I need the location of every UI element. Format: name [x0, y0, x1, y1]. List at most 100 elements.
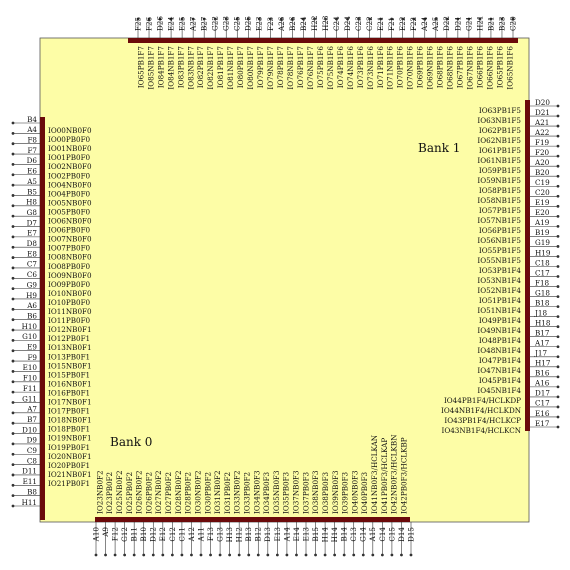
top-signal-label: IO69NB1F6	[426, 46, 435, 90]
left-signal-label: IO13PB0F1	[48, 352, 90, 361]
bottom-pin-dot	[247, 553, 251, 557]
bottom-pin-label: E14	[292, 527, 301, 542]
right-signal-label: IO56NB1F5	[477, 236, 521, 245]
bottom-signal-label: IO26NB0F2	[135, 470, 144, 514]
top-pin-dot	[235, 17, 239, 21]
top-pin-label: A24	[420, 16, 429, 32]
bottom-signal-label: IO39PB0F3	[341, 471, 350, 514]
top-pin-dot	[202, 17, 206, 21]
left-signal-label: IO12PB0F1	[48, 334, 90, 343]
bottom-signal-label: IO31NB0F2	[213, 470, 222, 514]
top-pin-label: D24	[343, 16, 352, 31]
left-signal-label: IO17PB0F1	[48, 407, 90, 416]
top-pin-dot	[357, 17, 360, 21]
left-pin-dot	[11, 183, 15, 187]
right-pin-label: E19	[535, 198, 550, 207]
top-signal-label: IO82PB1F7	[196, 46, 205, 89]
top-pin-label: F21	[387, 17, 396, 31]
right-pin-label: G19	[535, 238, 550, 247]
bottom-pin-dot	[142, 553, 146, 557]
bottom-pin-label: C11	[177, 527, 186, 542]
right-signal-label: IO59PB1F5	[479, 166, 522, 175]
bottom-pin-label: G12	[120, 527, 129, 542]
right-signal-label: IO63PB1F5	[479, 106, 522, 115]
top-signal-label: IO81PB1F7	[216, 46, 225, 89]
right-pin-label: B17	[535, 329, 550, 338]
left-signal-label: IO15PB0F1	[48, 370, 90, 379]
top-pin-label: F25	[133, 16, 142, 31]
left-pin-dot	[11, 287, 15, 291]
right-pin-dot	[556, 134, 560, 138]
top-pin-label: E23	[255, 16, 264, 31]
top-signal-label: IO83NB1F7	[186, 46, 195, 90]
left-pin-dot	[11, 152, 15, 156]
left-pin-label: E6	[27, 167, 37, 176]
bottom-pin-label: C14	[378, 527, 387, 542]
top-signal-label: IO75PB1F6	[316, 46, 325, 89]
bottom-pin-label: A12	[187, 527, 196, 542]
left-pin-dot	[11, 245, 15, 249]
top-signal-label: IO71PB1F6	[376, 46, 385, 89]
top-pin-label: D21	[453, 16, 462, 31]
top-pin-label: F23	[266, 16, 275, 31]
left-pin-label: B4	[27, 115, 37, 124]
bottom-pin-dot	[228, 553, 232, 557]
right-pin-dot	[556, 235, 560, 238]
bottom-pin-label: B10	[139, 527, 148, 542]
right-pin-dot	[556, 385, 560, 389]
bottom-pin-label: H14	[330, 527, 339, 543]
right-pin-dot	[556, 345, 560, 349]
left-pin-dot	[11, 504, 15, 508]
bottom-pin-dot	[266, 553, 270, 557]
bottom-signal-label: IO40NB0F3	[350, 470, 359, 514]
left-pin-dot	[11, 297, 15, 301]
bottom-pin-dot	[323, 553, 327, 557]
bottom-signal-label: IO34PB0F3	[262, 471, 271, 514]
right-pin-dot	[556, 214, 560, 218]
bottom-pin-label: F12	[110, 527, 119, 541]
right-pin-dot	[556, 164, 560, 168]
top-pin-label: H21	[475, 16, 484, 31]
top-signal-label: IO85NB1F7	[146, 46, 155, 90]
left-pin-dot	[11, 349, 15, 353]
bottom-signal-label: IO30PB0F2	[203, 472, 212, 514]
right-signal-label: IO44PB1F4/HCLKDP	[444, 396, 521, 405]
top-signal-label: IO70NB1F6	[406, 46, 415, 90]
left-pin-dot	[11, 432, 15, 435]
left-pin-label: E10	[23, 363, 38, 372]
top-pin-label: D25	[244, 16, 253, 31]
left-pin-label: F8	[27, 136, 37, 145]
top-pin-dot	[335, 17, 338, 21]
left-signal-label: IO10NB0F0	[48, 289, 92, 298]
left-pin-dot	[11, 214, 15, 218]
right-signal-label: IO62PB1F5	[479, 126, 522, 135]
pin-leads	[11, 17, 560, 557]
right-signal-label: IO43NB1F4/HCLKCN	[441, 426, 521, 435]
top-pin-dot	[445, 17, 449, 21]
right-pin-dot	[556, 144, 560, 148]
right-pin-dot	[556, 395, 560, 399]
bank-1-label: Bank 1	[418, 141, 460, 155]
top-pin-dot	[213, 17, 217, 21]
right-pin-dot	[556, 204, 560, 208]
bottom-pin-dot	[333, 553, 337, 557]
top-pin-dot	[158, 17, 162, 21]
right-pin-label: H18	[535, 318, 551, 327]
right-pin-dot	[556, 224, 560, 228]
left-signal-label: IO20PB0F1	[48, 461, 90, 470]
left-pin-dot	[11, 370, 15, 373]
right-pin-label: C17	[535, 268, 550, 277]
left-signal-label: IO21NB0F1	[48, 470, 92, 479]
bottom-pin-dot	[342, 553, 346, 557]
right-pin-dot	[556, 355, 560, 359]
top-pin-dot	[147, 17, 151, 21]
bottom-pin-dot	[161, 553, 165, 557]
bank-0-label: Bank 0	[110, 435, 152, 449]
right-pin-label: D17	[535, 389, 550, 398]
bottom-signal-label: IO38PB0F3	[321, 471, 330, 514]
left-pin-label: A7	[26, 405, 37, 414]
right-signal-label: IO63NB1F5	[477, 116, 521, 125]
bottom-pin-dot	[295, 553, 298, 557]
left-pin-dot	[11, 163, 15, 166]
